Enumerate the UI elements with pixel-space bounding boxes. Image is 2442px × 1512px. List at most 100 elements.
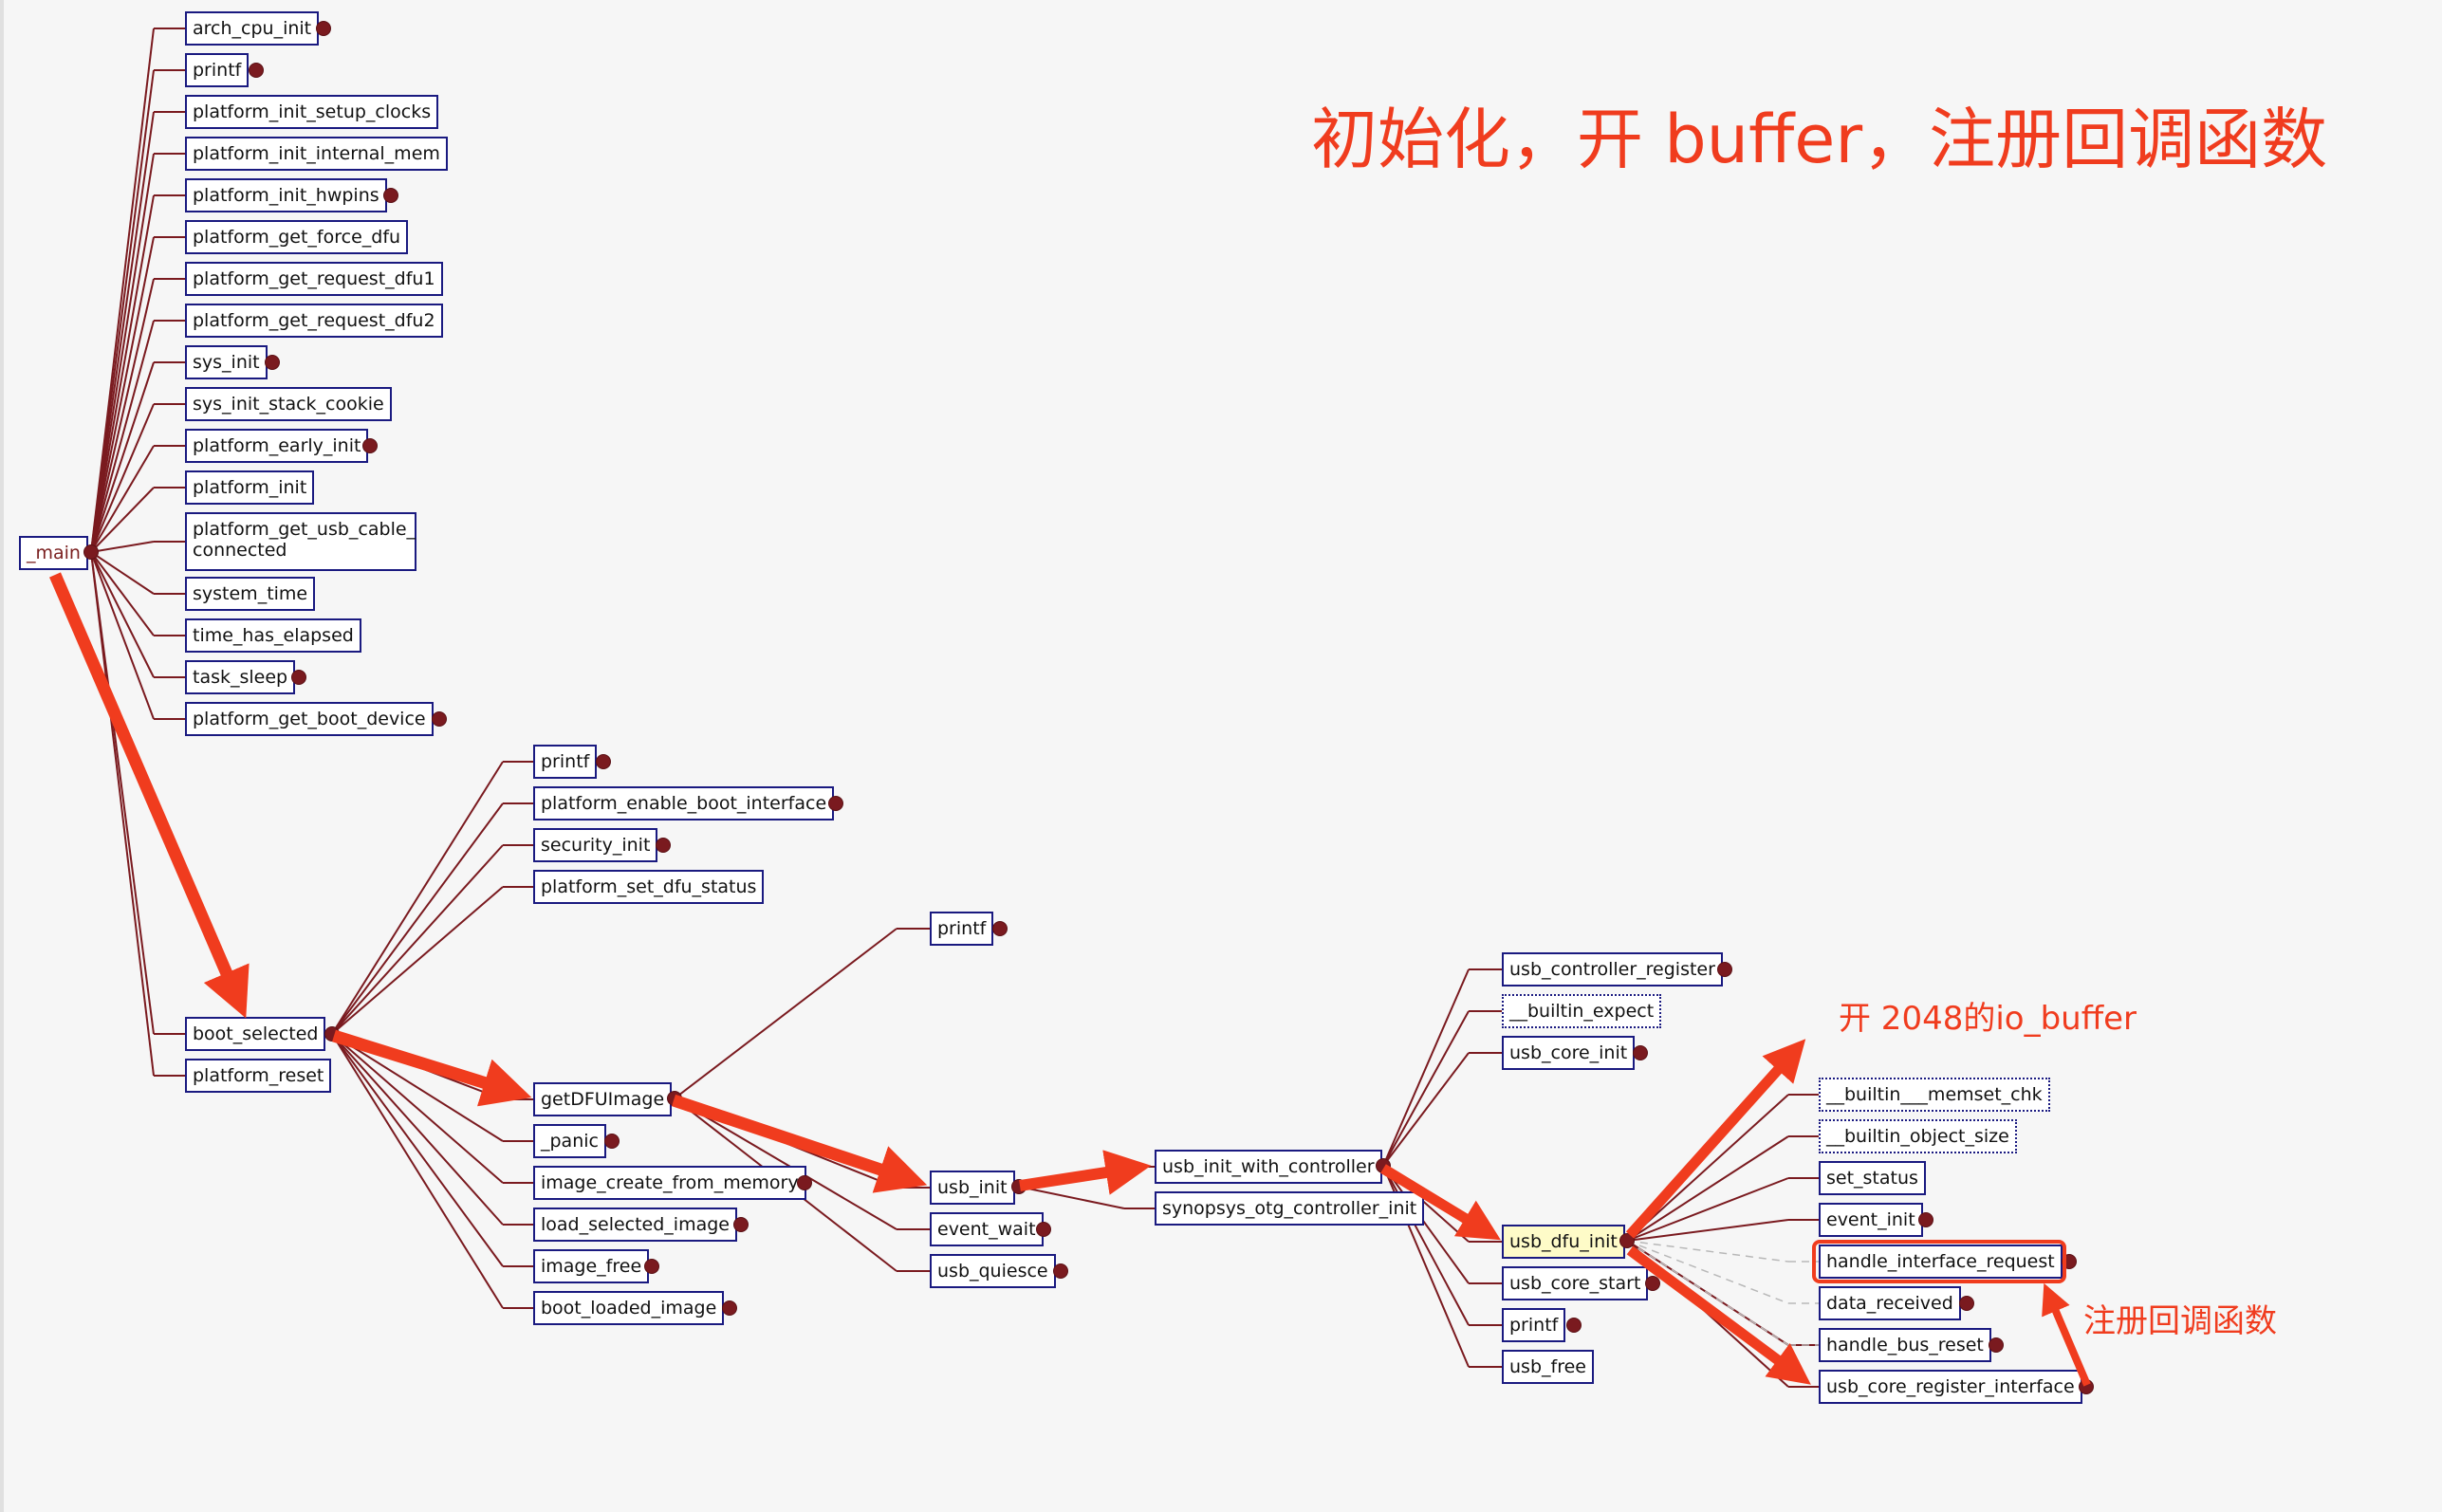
node-usb-core-start[interactable]: usb_core_start <box>1502 1266 1649 1300</box>
node-system-time[interactable]: system_time <box>185 577 316 611</box>
edge-main <box>90 361 155 553</box>
node-usb-core-register-interface[interactable]: usb_core_register_interface <box>1819 1370 2082 1404</box>
expand-dot-printf-4[interactable] <box>1566 1318 1582 1333</box>
expand-dot-event-wait[interactable] <box>1036 1222 1051 1237</box>
expand-dot-image-free[interactable] <box>644 1259 659 1274</box>
expand-dot-load-selected-image[interactable] <box>733 1217 749 1232</box>
node-panic[interactable]: _panic <box>533 1124 606 1158</box>
node-sys-init[interactable]: sys_init <box>185 345 268 379</box>
node-usb-core-init[interactable]: usb_core_init <box>1502 1036 1636 1070</box>
node-platform-get-usb-cable-connected[interactable]: platform_get_usb_cable_ connected <box>185 512 416 571</box>
expand-dot-image-create-from-memory[interactable] <box>797 1175 812 1190</box>
edge-main <box>90 551 155 636</box>
node-printf[interactable]: printf <box>185 53 250 87</box>
arrow-boot-selected-to-get-dfu-image <box>332 1029 532 1107</box>
node-set-status[interactable]: set_status <box>1819 1161 1926 1195</box>
node-platform-get-force-dfu[interactable]: platform_get_force_dfu <box>185 220 409 254</box>
expand-dot-printf-2[interactable] <box>596 754 611 769</box>
expand-dot-usb-core-init[interactable] <box>1633 1045 1648 1060</box>
node-builtin-memset-chk[interactable]: __builtin___memset_chk <box>1819 1078 2050 1112</box>
node-usb-quiesce[interactable]: usb_quiesce <box>930 1254 1056 1288</box>
expand-dot-platform-get-boot-device[interactable] <box>432 711 447 727</box>
edge-usb-dfu-init-callback <box>1626 1240 1789 1304</box>
expand-dot-platform-early-init[interactable] <box>362 438 378 453</box>
expand-dot-arch-cpu-init[interactable] <box>316 21 331 36</box>
node-printf-4[interactable]: printf <box>1502 1308 1566 1342</box>
edge-main <box>90 236 155 553</box>
arrow-usb-init-with-controller-to-usb-dfu-init <box>1380 1164 1501 1241</box>
node-usb-init-with-controller[interactable]: usb_init_with_controller <box>1155 1150 1382 1184</box>
edge-main <box>90 551 155 595</box>
expand-dot-usb-controller-register[interactable] <box>1717 962 1732 977</box>
node-sys-init-stack-cookie[interactable]: sys_init_stack_cookie <box>185 387 392 421</box>
node-platform-set-dfu-status[interactable]: platform_set_dfu_status <box>533 870 765 904</box>
expand-dot-printf[interactable] <box>249 63 264 78</box>
arrow-usb-dfu-init-to-register-interface <box>1626 1245 1811 1385</box>
edge-usb-init-with-controller <box>1382 968 1470 1167</box>
node-usb-init[interactable]: usb_init <box>930 1171 1015 1205</box>
node-event-init[interactable]: event_init <box>1819 1203 1923 1237</box>
node-platform-init[interactable]: platform_init <box>185 470 315 505</box>
node-platform-get-boot-device[interactable]: platform_get_boot_device <box>185 702 434 736</box>
node-builtin-object-size[interactable]: __builtin_object_size <box>1819 1119 2017 1153</box>
expand-dot-usb-dfu-init[interactable] <box>1619 1233 1635 1248</box>
node-platform-get-request-dfu2[interactable]: platform_get_request_dfu2 <box>185 304 443 338</box>
edge-usb-init-with-controller <box>1382 1010 1470 1167</box>
node-printf-3[interactable]: printf <box>930 912 994 946</box>
arrow-usb-dfu-init-to-buffer-note <box>1625 1039 1806 1239</box>
node-handle-interface-request[interactable]: handle_interface_request <box>1819 1245 2063 1279</box>
edge-main <box>90 445 155 553</box>
edge-main <box>90 194 155 553</box>
edge-get-dfu-image <box>674 1097 897 1230</box>
node-platform-init-internal-mem[interactable]: platform_init_internal_mem <box>185 137 448 171</box>
expand-dot-main[interactable] <box>83 544 99 560</box>
expand-dot-usb-quiesce[interactable] <box>1053 1263 1068 1279</box>
node-time-has-elapsed[interactable]: time_has_elapsed <box>185 618 361 653</box>
edge-main <box>90 487 155 553</box>
edge-boot-selected <box>331 1033 504 1184</box>
edge-main <box>90 551 155 1077</box>
node-security-init[interactable]: security_init <box>533 828 658 862</box>
node-platform-reset[interactable]: platform_reset <box>185 1059 332 1093</box>
node-usb-dfu-init[interactable]: usb_dfu_init <box>1502 1225 1625 1259</box>
node-platform-get-request-dfu1[interactable]: platform_get_request_dfu1 <box>185 262 443 296</box>
expand-dot-platform-enable-boot-interface[interactable] <box>828 796 843 811</box>
expand-dot-printf-3[interactable] <box>992 921 1008 936</box>
left-border <box>0 0 4 1512</box>
node-builtin-expect[interactable]: __builtin_expect <box>1502 994 1662 1028</box>
node-platform-enable-boot-interface[interactable]: platform_enable_boot_interface <box>533 786 835 821</box>
node-arch-cpu-init[interactable]: arch_cpu_init <box>185 11 320 46</box>
node-task-sleep[interactable]: task_sleep <box>185 660 296 694</box>
expand-dot-security-init[interactable] <box>656 838 671 853</box>
node-boot-selected[interactable]: boot_selected <box>185 1017 326 1051</box>
edge-usb-init-with-controller <box>1382 1052 1470 1167</box>
expand-dot-boot-loaded-image[interactable] <box>722 1300 737 1316</box>
edge-usb-init <box>1018 1186 1125 1209</box>
node-data-received[interactable]: data_received <box>1819 1286 1961 1320</box>
expand-dot-sys-init[interactable] <box>265 355 280 370</box>
expand-dot-handle-bus-reset[interactable] <box>1989 1337 2004 1353</box>
expand-dot-event-init[interactable] <box>1918 1212 1933 1227</box>
expand-dot-panic[interactable] <box>604 1134 620 1149</box>
node-usb-free[interactable]: usb_free <box>1502 1350 1594 1384</box>
node-synopsys-otg-controller-init[interactable]: synopsys_otg_controller_init <box>1155 1191 1425 1226</box>
expand-dot-usb-core-start[interactable] <box>1645 1276 1660 1291</box>
node-event-wait[interactable]: event_wait <box>930 1212 1044 1246</box>
expand-dot-platform-init-hwpins[interactable] <box>383 188 398 203</box>
edge-boot-selected <box>331 844 504 1035</box>
edge-boot-selected <box>331 1033 504 1226</box>
expand-dot-task-sleep[interactable] <box>291 670 306 685</box>
node-boot-loaded-image[interactable]: boot_loaded_image <box>533 1291 725 1325</box>
node-load-selected-image[interactable]: load_selected_image <box>533 1208 737 1242</box>
node-platform-init-setup-clocks[interactable]: platform_init_setup_clocks <box>185 95 439 129</box>
node-platform-early-init[interactable]: platform_early_init <box>185 429 369 463</box>
expand-dot-data-received[interactable] <box>1959 1296 1974 1311</box>
node-image-create-from-memory[interactable]: image_create_from_memory <box>533 1166 806 1200</box>
node-get-dfu-image[interactable]: getDFUImage <box>533 1082 673 1116</box>
node-usb-controller-register[interactable]: usb_controller_register <box>1502 952 1723 986</box>
edge-boot-selected <box>331 761 504 1035</box>
edge-usb-init-with-controller <box>1382 1165 1470 1284</box>
edge-main <box>90 111 155 553</box>
arrow-main-to-boot-selected <box>49 572 250 1019</box>
